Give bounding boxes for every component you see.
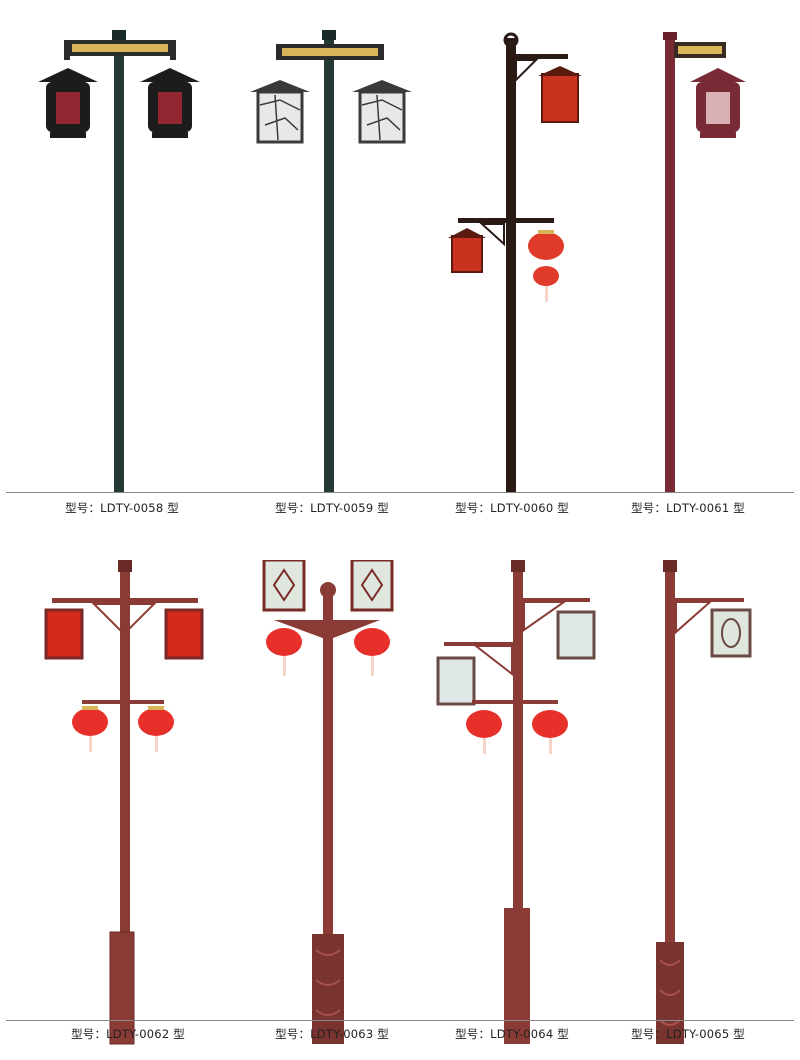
caption-ldty-0059: 型号：LDTY-0059 型 [275, 501, 389, 515]
catalog-row-2: 型号：LDTY-0062 型 型号：LDTY-0063 型 型号：LDTY-00… [0, 530, 800, 1056]
lamp-illustration-0064 [436, 560, 596, 1044]
lamp-illustration-0062 [44, 560, 204, 1045]
caption-ldty-0061: 型号：LDTY-0061 型 [631, 501, 745, 515]
caption-ldty-0065: 型号：LDTY-0065 型 [631, 1027, 745, 1041]
row-2-baseline [6, 1020, 794, 1021]
lamp-illustration-0060 [448, 32, 582, 492]
row-1-baseline [6, 492, 794, 493]
lamp-ldty-0058 [20, 0, 220, 500]
lamp-illustration-0065 [656, 560, 752, 1044]
lamp-illustration-0063 [262, 560, 394, 1044]
lamp-illustration-0058 [38, 30, 200, 492]
lamp-illustration-0059 [250, 30, 412, 492]
lamp-ldty-0062 [24, 560, 224, 1060]
lamp-ldty-0060 [412, 0, 612, 500]
caption-ldty-0060: 型号：LDTY-0060 型 [455, 501, 569, 515]
caption-ldty-0064: 型号：LDTY-0064 型 [455, 1027, 569, 1041]
lamp-ldty-0063 [230, 560, 430, 1060]
caption-ldty-0062: 型号：LDTY-0062 型 [71, 1027, 185, 1041]
catalog-row-1: 型号：LDTY-0058 型 型号：LDTY-0059 型 型号：LDTY-00… [6, 0, 794, 515]
caption-ldty-0063: 型号：LDTY-0063 型 [275, 1027, 389, 1041]
lamp-ldty-0064 [420, 560, 620, 1060]
caption-ldty-0058: 型号：LDTY-0058 型 [65, 501, 179, 515]
lamp-ldty-0065 [590, 560, 790, 1060]
lamp-illustration-0061 [663, 32, 746, 492]
lamp-ldty-0061 [590, 0, 790, 500]
lamp-ldty-0059 [230, 0, 430, 500]
